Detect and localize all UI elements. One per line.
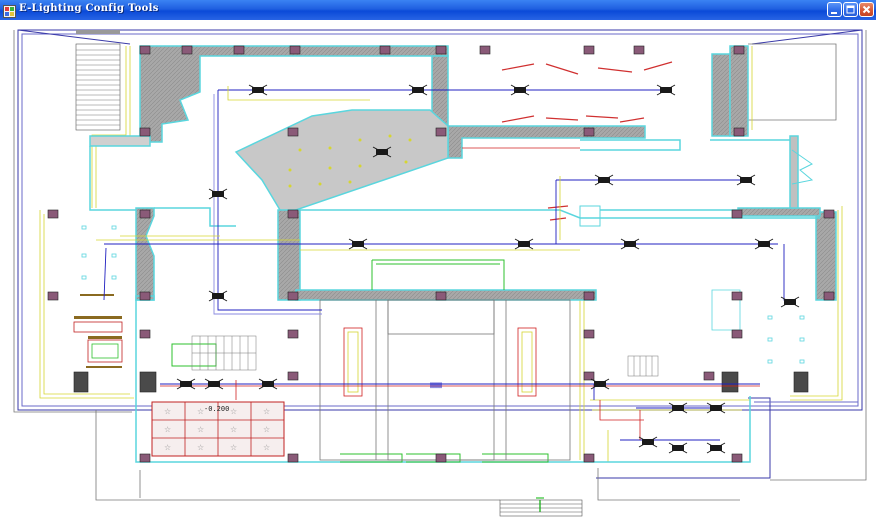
ceiling-fixture-icon[interactable]: [590, 378, 610, 390]
ceiling-fixture-icon[interactable]: [348, 238, 368, 250]
outer-outline: [17, 29, 863, 479]
ceiling-fixture-icon[interactable]: [408, 84, 428, 96]
ceiling-fixture-icon[interactable]: [668, 402, 688, 414]
ceiling-fixture-icon[interactable]: [594, 174, 614, 186]
ceiling-fixture-icon[interactable]: [620, 238, 640, 250]
elevation-label: -0.200: [204, 405, 229, 413]
star-icon: ☆: [230, 443, 237, 452]
ceiling-fixture-icon[interactable]: [208, 290, 228, 302]
ceiling-fixture-icon[interactable]: [754, 238, 774, 250]
star-icon: ☆: [164, 425, 171, 434]
ceiling-fixture-icon[interactable]: [372, 146, 392, 158]
ceiling-fixture-icon[interactable]: [248, 84, 268, 96]
circuit-blue: [103, 89, 792, 441]
close-button[interactable]: [859, 2, 874, 17]
ceiling-fixture-icon[interactable]: [208, 188, 228, 200]
stair-lower-left: [191, 335, 659, 377]
fixtures[interactable]: [176, 84, 800, 454]
ceiling-fixture-icon[interactable]: [514, 238, 534, 250]
star-icon: ☆: [164, 407, 171, 416]
ceiling-fixture-icon[interactable]: [668, 442, 688, 454]
ceiling-fixture-icon[interactable]: [736, 174, 756, 186]
minimize-button[interactable]: [827, 2, 842, 17]
yellow-boundaries: [39, 46, 843, 462]
ceiling-fixture-icon[interactable]: [656, 84, 676, 96]
maximize-icon: [846, 5, 855, 14]
small-markers: [81, 225, 805, 364]
ceiling-fixture-icon[interactable]: [780, 296, 800, 308]
circuit-red: [160, 147, 760, 440]
star-grid: ☆ ☆ ☆ ☆ ☆ ☆ ☆ ☆ ☆ ☆ ☆ ☆ -0.200: [151, 401, 285, 457]
star-icon: ☆: [197, 443, 204, 452]
maximize-button[interactable]: [843, 2, 858, 17]
minimize-icon: [831, 12, 837, 14]
close-icon: [862, 5, 871, 14]
entrance-steps: [499, 497, 583, 517]
star-icon: ☆: [230, 407, 237, 416]
walls: [89, 45, 837, 301]
ceiling-dots: [288, 134, 412, 188]
outer-gray-lines: [13, 30, 867, 501]
star-icon: ☆: [263, 425, 270, 434]
ceiling-fixture-icon[interactable]: [204, 378, 224, 390]
window-title: E-Lighting Config Tools: [19, 3, 159, 14]
ceiling-fixture-icon[interactable]: [706, 402, 726, 414]
star-icon: ☆: [263, 407, 270, 416]
shafts: [73, 371, 809, 393]
ceiling-fixture-icon[interactable]: [176, 378, 196, 390]
stair-top-left: [75, 30, 121, 131]
ceiling-fixture-icon[interactable]: [258, 378, 278, 390]
star-icon: ☆: [263, 443, 270, 452]
central-entry: [319, 299, 571, 461]
ceiling-fixture-icon[interactable]: [510, 84, 530, 96]
left-equipment: [73, 294, 123, 368]
circuit-yellow: [96, 86, 580, 251]
drawing-canvas[interactable]: ☆ ☆ ☆ ☆ ☆ ☆ ☆ ☆ ☆ ☆ ☆ ☆ -0.200: [0, 20, 876, 524]
ceiling-fixture-icon[interactable]: [638, 436, 658, 448]
red-dashes: [501, 61, 673, 221]
columns: [47, 45, 835, 463]
ceiling-fixture-icon[interactable]: [706, 442, 726, 454]
star-icon: ☆: [164, 443, 171, 452]
star-icon: ☆: [197, 425, 204, 434]
floor-plan[interactable]: ☆ ☆ ☆ ☆ ☆ ☆ ☆ ☆ ☆ ☆ ☆ ☆ -0.200: [0, 20, 876, 524]
title-bar[interactable]: E-Lighting Config Tools: [0, 0, 876, 21]
star-icon: ☆: [197, 407, 204, 416]
star-icon: ☆: [230, 425, 237, 434]
app-icon: [3, 3, 16, 18]
corridor-tag: ▒▒▒▒: [430, 382, 443, 389]
